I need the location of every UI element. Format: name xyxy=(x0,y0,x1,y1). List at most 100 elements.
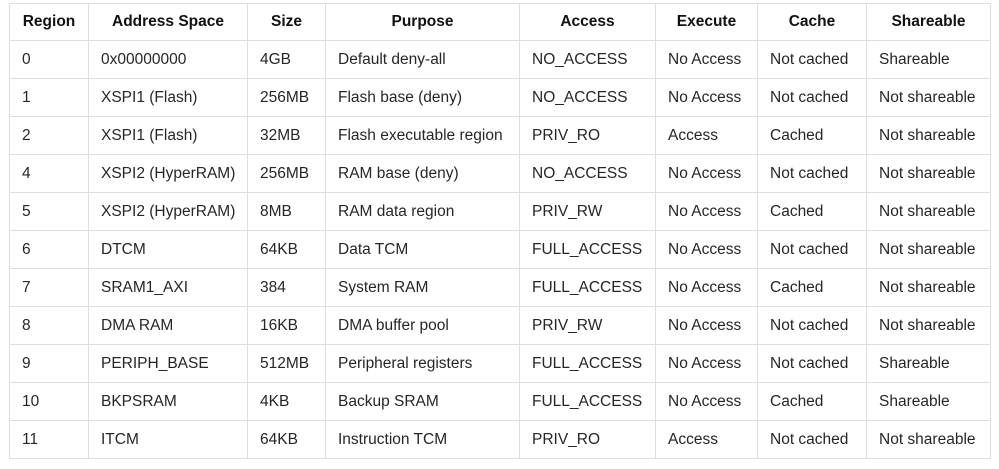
cell-shareable: Not shareable xyxy=(866,192,991,231)
cell-purpose: Instruction TCM xyxy=(325,420,520,459)
cell-address-space: XSPI1 (Flash) xyxy=(88,78,248,117)
header-size: Size xyxy=(247,3,326,41)
cell-execute: Access xyxy=(655,116,758,155)
cell-purpose: Flash base (deny) xyxy=(325,78,520,117)
cell-shareable: Not shareable xyxy=(866,78,991,117)
cell-shareable: Not shareable xyxy=(866,268,991,307)
cell-cache: Cached xyxy=(757,116,867,155)
cell-size: 256MB xyxy=(247,154,326,193)
cell-shareable: Not shareable xyxy=(866,420,991,459)
cell-address-space: BKPSRAM xyxy=(88,382,248,421)
cell-purpose: Peripheral registers xyxy=(325,344,520,383)
cell-execute: No Access xyxy=(655,306,758,345)
cell-execute: No Access xyxy=(655,192,758,231)
cell-shareable: Not shareable xyxy=(866,116,991,155)
cell-region: 7 xyxy=(9,268,89,307)
cell-cache: Not cached xyxy=(757,230,867,269)
cell-access: NO_ACCESS xyxy=(519,154,656,193)
cell-size: 8MB xyxy=(247,192,326,231)
header-shareable: Shareable xyxy=(866,3,991,41)
cell-size: 512MB xyxy=(247,344,326,383)
cell-purpose: RAM base (deny) xyxy=(325,154,520,193)
cell-shareable: Shareable xyxy=(866,40,991,79)
header-purpose: Purpose xyxy=(325,3,520,41)
cell-cache: Not cached xyxy=(757,40,867,79)
cell-execute: No Access xyxy=(655,268,758,307)
cell-shareable: Shareable xyxy=(866,382,991,421)
header-address-space: Address Space xyxy=(88,3,248,41)
header-access: Access xyxy=(519,3,656,41)
header-execute: Execute xyxy=(655,3,758,41)
cell-access: FULL_ACCESS xyxy=(519,382,656,421)
cell-purpose: System RAM xyxy=(325,268,520,307)
cell-purpose: Flash executable region xyxy=(325,116,520,155)
cell-access: PRIV_RO xyxy=(519,116,656,155)
cell-region: 1 xyxy=(9,78,89,117)
table-container: Region Address Space Size Purpose Access… xyxy=(9,3,991,459)
cell-purpose: RAM data region xyxy=(325,192,520,231)
cell-address-space: XSPI2 (HyperRAM) xyxy=(88,154,248,193)
cell-access: NO_ACCESS xyxy=(519,40,656,79)
cell-address-space: PERIPH_BASE xyxy=(88,344,248,383)
cell-region: 0 xyxy=(9,40,89,79)
cell-execute: No Access xyxy=(655,382,758,421)
cell-shareable: Not shareable xyxy=(866,154,991,193)
cell-shareable: Not shareable xyxy=(866,306,991,345)
cell-size: 16KB xyxy=(247,306,326,345)
cell-cache: Cached xyxy=(757,382,867,421)
cell-execute: No Access xyxy=(655,154,758,193)
cell-execute: No Access xyxy=(655,78,758,117)
cell-region: 8 xyxy=(9,306,89,345)
cell-address-space: DTCM xyxy=(88,230,248,269)
cell-address-space: XSPI2 (HyperRAM) xyxy=(88,192,248,231)
cell-cache: Not cached xyxy=(757,344,867,383)
cell-access: FULL_ACCESS xyxy=(519,230,656,269)
cell-access: FULL_ACCESS xyxy=(519,344,656,383)
header-row: Region Address Space Size Purpose Access… xyxy=(9,3,991,41)
cell-purpose: DMA buffer pool xyxy=(325,306,520,345)
cell-execute: Access xyxy=(655,420,758,459)
cell-execute: No Access xyxy=(655,344,758,383)
cell-cache: Cached xyxy=(757,268,867,307)
cell-size: 384 xyxy=(247,268,326,307)
cell-size: 64KB xyxy=(247,230,326,269)
cell-size: 4GB xyxy=(247,40,326,79)
cell-address-space: SRAM1_AXI xyxy=(88,268,248,307)
cell-purpose: Default deny-all xyxy=(325,40,520,79)
cell-region: 4 xyxy=(9,154,89,193)
cell-cache: Not cached xyxy=(757,306,867,345)
cell-size: 4KB xyxy=(247,382,326,421)
cell-address-space: DMA RAM xyxy=(88,306,248,345)
cell-address-space: 0x00000000 xyxy=(88,40,248,79)
cell-region: 2 xyxy=(9,116,89,155)
cell-execute: No Access xyxy=(655,230,758,269)
cell-cache: Cached xyxy=(757,192,867,231)
cell-access: PRIV_RW xyxy=(519,306,656,345)
cell-access: PRIV_RO xyxy=(519,420,656,459)
cell-address-space: ITCM xyxy=(88,420,248,459)
cell-region: 5 xyxy=(9,192,89,231)
header-cache: Cache xyxy=(757,3,867,41)
table-header: Region Address Space Size Purpose Access… xyxy=(9,3,991,41)
cell-purpose: Data TCM xyxy=(325,230,520,269)
cell-execute: No Access xyxy=(655,40,758,79)
cell-size: 256MB xyxy=(247,78,326,117)
cell-size: 64KB xyxy=(247,420,326,459)
cell-cache: Not cached xyxy=(757,420,867,459)
cell-region: 9 xyxy=(9,344,89,383)
cell-region: 11 xyxy=(9,420,89,459)
cell-region: 6 xyxy=(9,230,89,269)
cell-shareable: Not shareable xyxy=(866,230,991,269)
cell-shareable: Shareable xyxy=(866,344,991,383)
cell-region: 10 xyxy=(9,382,89,421)
